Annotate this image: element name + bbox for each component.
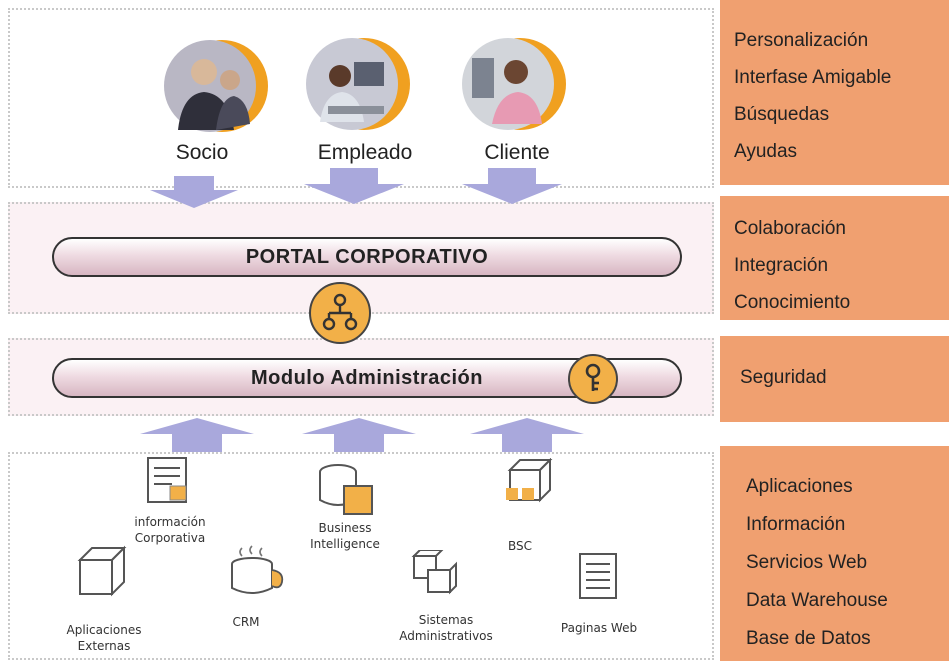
cliente-label: Cliente (484, 141, 550, 164)
socio-avatar (164, 40, 268, 132)
label-line: Externas (77, 639, 131, 653)
down-arrow-icon (304, 168, 404, 204)
label-line: Business (318, 521, 372, 535)
list-page-icon (579, 553, 617, 599)
stacked-cubes-icon (411, 550, 457, 595)
side-item: Ayudas (734, 141, 798, 162)
side-item: Interfase Amigable (734, 67, 892, 88)
label-line: Corporativa (134, 531, 206, 545)
document-icon (147, 457, 187, 503)
side-panel-security: Seguridad (720, 336, 949, 422)
up-arrow-icon (140, 418, 254, 452)
label-line: Intelligence (310, 537, 380, 551)
side-panel-presentation: Personalización Interfase Amigable Búsqu… (720, 0, 949, 185)
database-icon (319, 464, 373, 515)
bsc-label: BSC (507, 539, 533, 553)
side-panel-data: Aplicaciones Información Servicios Web D… (720, 446, 949, 661)
label-line: Aplicaciones (66, 623, 142, 637)
empleado-label: Empleado (317, 141, 413, 164)
portal-corporativo-bar: PORTAL CORPORATIVO (52, 237, 682, 277)
side-item: Servicios Web (746, 552, 868, 573)
side-item: Aplicaciones (746, 476, 853, 497)
side-item: Personalización (734, 30, 869, 51)
cliente-avatar (462, 38, 566, 130)
side-item: Base de Datos (746, 628, 871, 649)
socio-label: Socio (175, 141, 229, 164)
label-line: Administrativos (399, 629, 493, 643)
side-item: Búsquedas (734, 104, 830, 125)
down-arrow-icon (462, 168, 562, 204)
info-corporativa-label: información Corporativa (110, 514, 230, 546)
aplicaciones-externas-label: Aplicaciones Externas (44, 622, 164, 654)
cube-icon (77, 545, 127, 597)
empleado-avatar (306, 38, 410, 130)
side-item: Conocimiento (734, 292, 851, 313)
crm-label: CRM (232, 615, 260, 629)
business-intelligence-label: Business Intelligence (290, 520, 400, 552)
sources-band (8, 452, 714, 660)
label-line: Sistemas (418, 613, 474, 627)
side-item: Colaboración (734, 218, 846, 239)
side-item: Información (746, 514, 846, 535)
key-icon (568, 354, 618, 404)
label-line: información (134, 515, 206, 529)
side-item: Integración (734, 255, 829, 276)
side-item: Data Warehouse (746, 590, 888, 611)
box-icon (506, 458, 553, 503)
sistemas-administrativos-label: Sistemas Administrativos (386, 612, 506, 644)
cup-icon (231, 545, 284, 594)
side-panel-collaboration: Colaboración Integración Conocimiento (720, 196, 949, 320)
side-item: Seguridad (740, 367, 827, 388)
up-arrow-icon (302, 418, 416, 452)
down-arrow-icon (150, 176, 238, 208)
org-chart-icon (309, 282, 371, 344)
up-arrow-icon (470, 418, 584, 452)
paginas-web-label: Paginas Web (560, 621, 638, 635)
